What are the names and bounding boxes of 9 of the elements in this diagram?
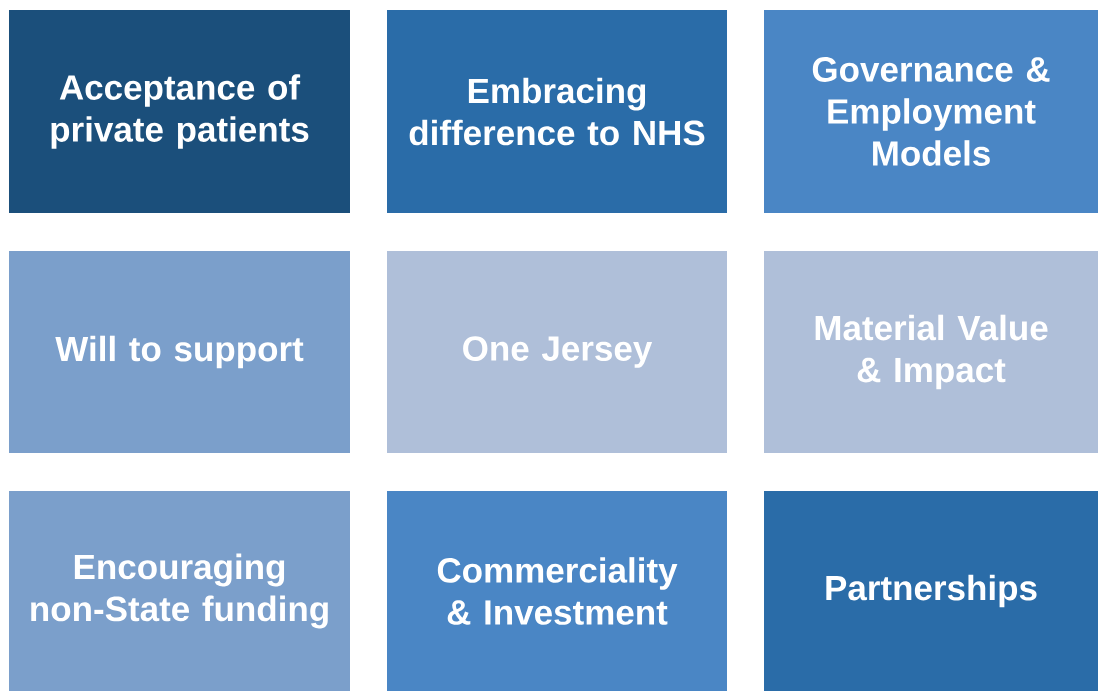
text-tile: Acceptance of private patients: [9, 10, 350, 213]
text-tile: Commerciality & Investment: [387, 491, 727, 691]
text-tile: One Jersey: [387, 251, 727, 453]
text-tile: Embracing difference to NHS: [387, 10, 727, 213]
text-tile: Will to support: [9, 251, 350, 453]
text-tile: Governance & Employment Models: [764, 10, 1098, 213]
text-tile: Encouraging non-State funding: [9, 491, 350, 691]
text-tile: Material Value & Impact: [764, 251, 1098, 453]
text-tile: Partnerships: [764, 491, 1098, 691]
